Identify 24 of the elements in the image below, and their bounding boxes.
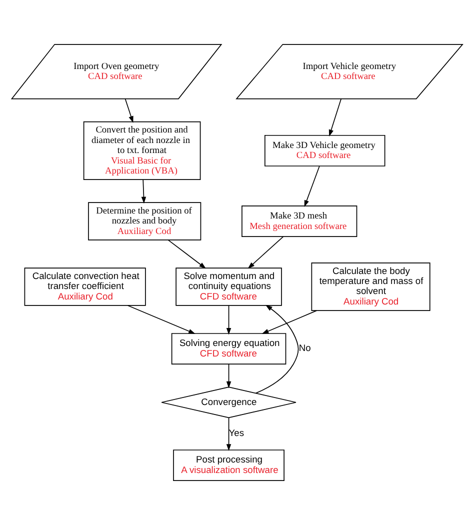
node-box: Determine the position of nozzles and body Auxiliary Cod	[88, 202, 202, 240]
node-box: Calculate convection heat transfer coefficient Auxiliary Cod	[24, 267, 146, 306]
node-box: Solve momentum and continuity equations CFD software	[176, 267, 282, 306]
node-box: Convert the position and diameter of each nozzle in to txt. format Visual Basic for Application (VBA)	[83, 120, 201, 180]
node-box: Make 3D mesh Mesh generation software	[242, 205, 358, 236]
arrow	[127, 304, 196, 334]
edge-label: Yes	[228, 428, 244, 438]
arrow	[168, 239, 206, 268]
arrow	[226, 363, 232, 388]
edge-label: No	[298, 342, 311, 353]
node-box: Post processing A visualization software	[173, 449, 284, 481]
arrow	[124, 98, 134, 122]
arrow	[226, 304, 232, 334]
arrow	[304, 165, 320, 207]
arrow	[262, 310, 318, 334]
node-diamond: Convergence	[161, 386, 296, 418]
node-box: Solving energy equation CFD software	[171, 332, 286, 364]
node-box: Make 3D Vehicle geometry CAD software	[264, 134, 386, 166]
arrow	[328, 98, 342, 136]
node-box: Calculate the body temperature and mass of solvent Auxiliary Cod	[311, 262, 430, 310]
arrow	[248, 236, 284, 268]
arrow	[141, 179, 146, 204]
arrow	[255, 304, 299, 394]
arrow	[226, 416, 232, 450]
